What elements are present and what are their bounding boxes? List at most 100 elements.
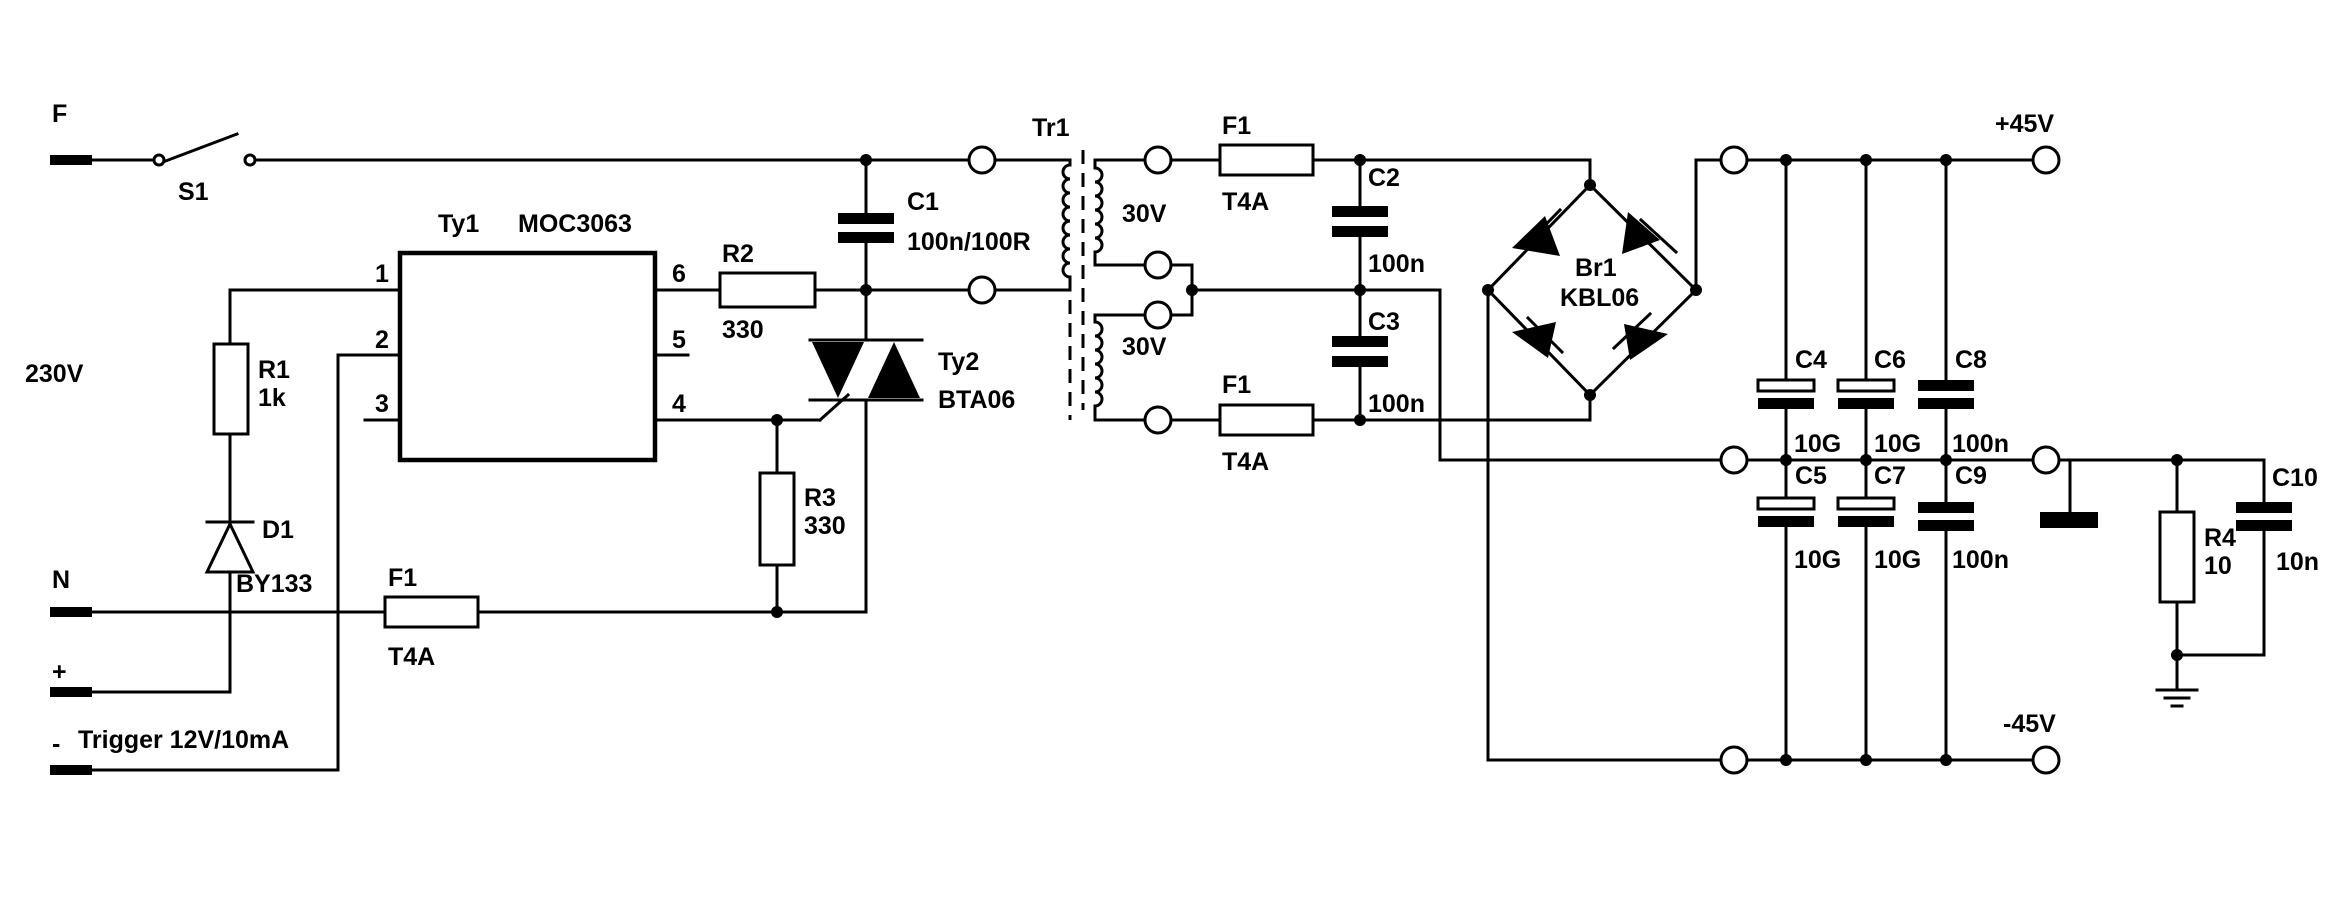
label-c9: C9: [1955, 462, 1987, 490]
fuse-f1-top: F1 T4A: [1218, 112, 1315, 216]
label-plus: +: [52, 658, 67, 686]
tr1-sec-d-terminal: [1143, 405, 1173, 435]
resistor-r1: R1 1k: [212, 342, 290, 436]
capacitor-c6: C6 10G: [1836, 346, 1921, 458]
tr1-sec-b-terminal: [1143, 250, 1173, 280]
connector-minus: [50, 765, 92, 775]
label-c5: C5: [1795, 462, 1827, 490]
output-neg-terminal: [2031, 745, 2061, 775]
output-pos-in-terminal: [1719, 145, 1749, 175]
label-c6-value: 10G: [1874, 430, 1921, 458]
label-f1-top-value: T4A: [1222, 188, 1269, 216]
connector-n: [50, 607, 92, 617]
label-c8-value: 100n: [1952, 430, 2009, 458]
label-moc3063: MOC3063: [518, 210, 632, 238]
pin-1: 1: [375, 260, 389, 288]
output-gnd-terminal: [2031, 445, 2061, 475]
capacitor-c10: C10 10n: [2236, 464, 2319, 576]
label-230v: 230V: [25, 360, 84, 388]
tr1-primary-bottom-terminal: [967, 275, 997, 305]
capacitor-c3: C3 100n: [1332, 308, 1425, 418]
label-r3: R3: [804, 484, 836, 512]
capacitor-c1: C1 100n/100R: [838, 188, 1031, 256]
label-r2-value: 330: [722, 316, 764, 344]
primary-wiring: [83, 132, 1072, 772]
output-neg-in-terminal: [1719, 745, 1749, 775]
label-pos45: +45V: [1995, 110, 2054, 138]
tr1-sec-c-terminal: [1143, 300, 1173, 330]
resistor-r2: R2 330: [718, 240, 817, 344]
label-c8: C8: [1955, 346, 1987, 374]
output-wiring: [1745, 158, 2266, 762]
label-f1-bottom-value: T4A: [1222, 448, 1269, 476]
tr1-primary-top-terminal: [967, 145, 997, 175]
label-r4-value: 10: [2204, 552, 2232, 580]
label-r2: R2: [722, 240, 754, 268]
capacitor-c4: C4 10G: [1756, 346, 1841, 458]
label-sec1: 30V: [1122, 200, 1167, 228]
label-neg45: -45V: [2003, 710, 2056, 738]
label-c1: C1: [907, 188, 939, 216]
junction-dots: [771, 154, 2183, 766]
switch-s1: S1: [152, 153, 257, 206]
label-c7: C7: [1874, 462, 1906, 490]
resistor-r4: R4 10: [2158, 510, 2236, 604]
ground-icon: [2155, 688, 2199, 708]
capacitor-c7: C7 10G: [1836, 462, 1921, 574]
pin-2: 2: [375, 326, 389, 354]
label-ty1: Ty1: [438, 210, 479, 238]
label-c10: C10: [2272, 464, 2318, 492]
label-c9-value: 100n: [1952, 546, 2009, 574]
label-c4: C4: [1795, 346, 1827, 374]
label-c4-value: 10G: [1794, 430, 1841, 458]
label-d1: D1: [262, 516, 294, 544]
triac-ty2: Ty2 BTA06: [808, 338, 1015, 423]
label-c7-value: 10G: [1874, 546, 1921, 574]
label-f1-top: F1: [1222, 112, 1251, 140]
label-c6: C6: [1874, 346, 1906, 374]
label-ty2: Ty2: [938, 348, 979, 376]
fuse-f1-input: F1 T4A: [383, 564, 480, 671]
output-pos-terminal: [2031, 145, 2061, 175]
connector-f: [50, 155, 92, 165]
bridge-br1: Br1 KBL06: [1485, 182, 1699, 398]
label-br1: Br1: [1575, 254, 1617, 282]
label-c2-value: 100n: [1368, 250, 1425, 278]
label-f1-input: F1: [388, 564, 417, 592]
label-r4: R4: [2204, 524, 2236, 552]
label-s1: S1: [178, 178, 209, 206]
label-br1-value: KBL06: [1560, 284, 1639, 312]
label-sec2: 30V: [1122, 333, 1167, 361]
chassis-bar: [2040, 512, 2098, 528]
label-minus: -: [52, 730, 60, 758]
label-r1-value: 1k: [258, 384, 286, 412]
capacitor-c5: C5 10G: [1756, 462, 1841, 574]
resistor-r3: R3 330: [758, 471, 846, 567]
label-c3: C3: [1368, 308, 1400, 336]
label-n: N: [52, 566, 70, 594]
capacitor-c2: C2 100n: [1332, 164, 1425, 278]
tr1-sec-a-terminal: [1143, 145, 1173, 175]
capacitor-c9: C9 100n: [1918, 462, 2009, 574]
connector-plus: [50, 687, 92, 697]
label-ty2-value: BTA06: [938, 386, 1015, 414]
pin-4: 4: [672, 390, 686, 418]
pin-3: 3: [375, 390, 389, 418]
label-f1-input-value: T4A: [388, 643, 435, 671]
label-c10-value: 10n: [2276, 548, 2319, 576]
label-c5-value: 10G: [1794, 546, 1841, 574]
pin-6: 6: [672, 260, 686, 288]
optotriac-ty1: Ty1 MOC3063 1 2 3 6 5 4: [375, 210, 690, 463]
fuse-f1-bottom: F1 T4A: [1218, 371, 1315, 476]
transformer-tr1: Tr1 30V 30V: [967, 114, 1173, 435]
label-f1-bottom: F1: [1222, 371, 1251, 399]
label-f: F: [52, 100, 67, 128]
label-tr1: Tr1: [1032, 114, 1070, 142]
diode-d1: D1 BY133: [204, 516, 312, 598]
label-d1-value: BY133: [236, 570, 312, 598]
label-trigger: Trigger 12V/10mA: [78, 726, 289, 754]
label-r1: R1: [258, 356, 290, 384]
label-c2: C2: [1368, 164, 1400, 192]
label-c3-value: 100n: [1368, 390, 1425, 418]
